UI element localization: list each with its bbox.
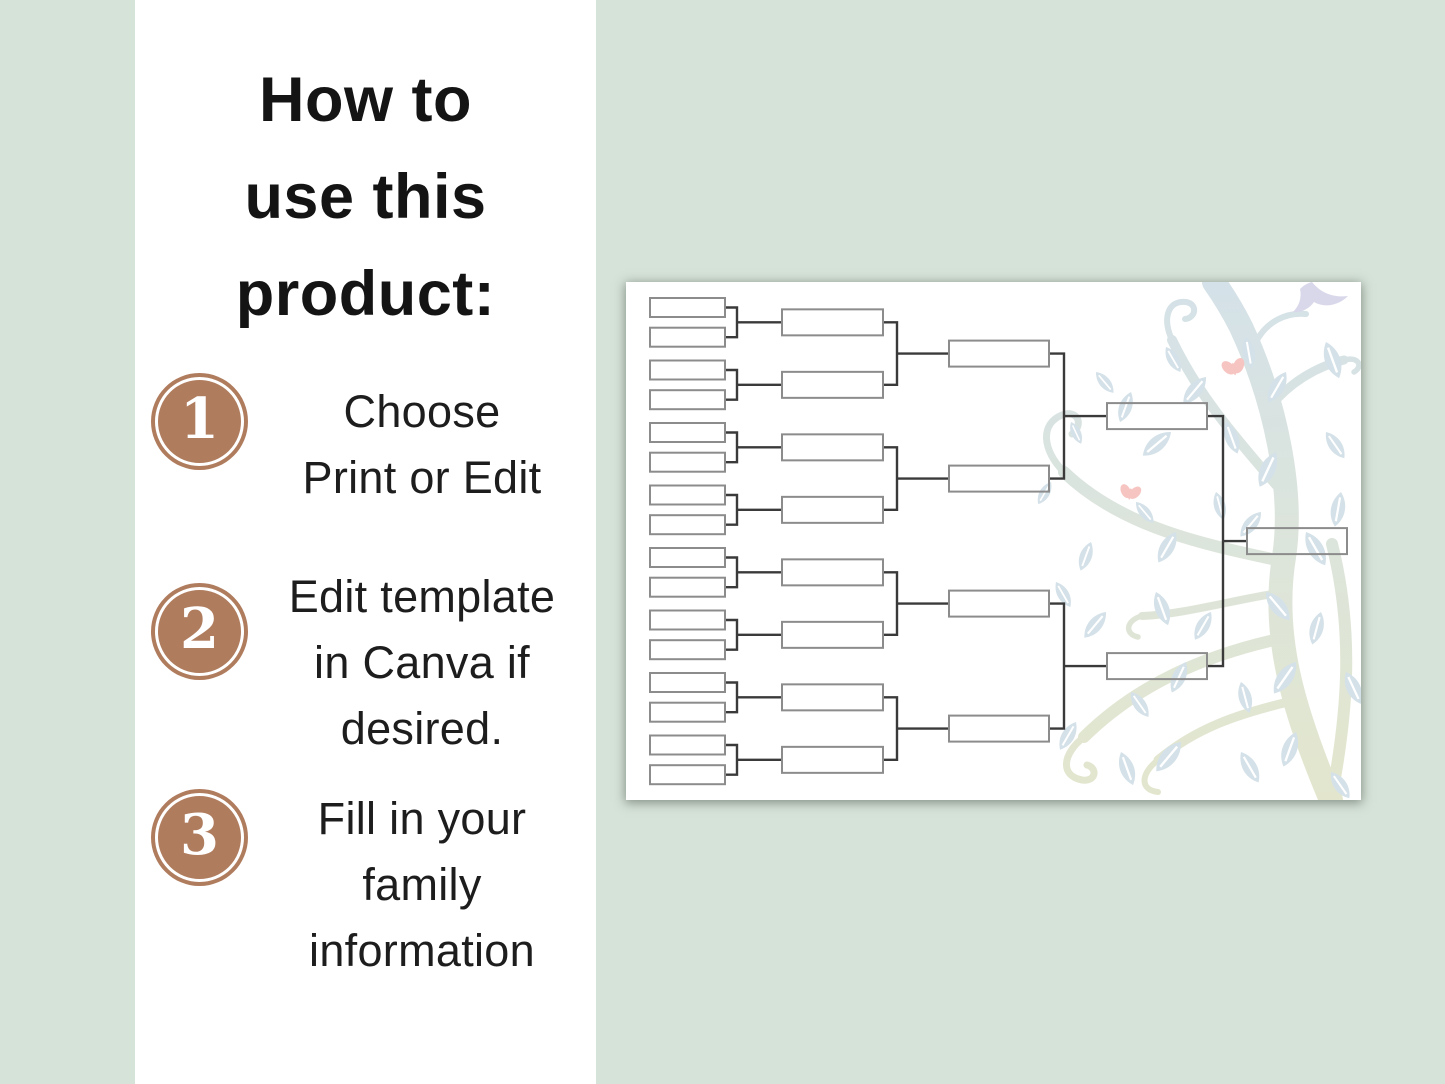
step-line: information: [309, 925, 535, 976]
step-3-number: 3: [180, 802, 219, 868]
badge-ring: [155, 587, 244, 676]
step-3-number-badge: 3: [151, 789, 248, 886]
step-1: 1 Choose Print or Edit: [135, 371, 596, 511]
step-2-number-badge: 2: [151, 583, 248, 680]
step-line: Fill in your: [317, 793, 527, 844]
step-line: in Canva if: [314, 637, 530, 688]
family-tree-chart-svg: [649, 282, 1361, 800]
bird-icon: [1293, 282, 1348, 313]
step-2: 2 Edit template in Canva if desired.: [135, 564, 596, 762]
instructions-panel: How to use this product: 1 Choose Print …: [135, 0, 596, 1084]
title-line: How to: [259, 65, 472, 135]
title-line: product:: [235, 259, 496, 329]
step-1-number-badge: 1: [151, 373, 248, 470]
step-3-text: Fill in your family information: [248, 786, 596, 984]
badge-ring: [155, 793, 244, 882]
family-tree-card: [626, 282, 1361, 800]
step-line: Print or Edit: [302, 452, 542, 503]
tree-illustration: [1032, 282, 1361, 800]
step-line: Choose: [343, 386, 501, 437]
pedigree-chart: [649, 297, 1348, 786]
title-line: use this: [244, 162, 487, 232]
step-2-number: 2: [180, 596, 219, 662]
step-1-text: Choose Print or Edit: [248, 379, 596, 511]
step-2-text: Edit template in Canva if desired.: [248, 564, 596, 762]
page-title: How to use this product:: [135, 52, 596, 343]
step-line: family: [362, 859, 482, 910]
badge-ring: [155, 377, 244, 466]
butterfly-icon: [1116, 481, 1145, 503]
step-line: Edit template: [288, 571, 556, 622]
step-3: 3 Fill in your family information: [135, 780, 596, 984]
step-line: desired.: [340, 703, 504, 754]
step-1-number: 1: [180, 386, 219, 452]
